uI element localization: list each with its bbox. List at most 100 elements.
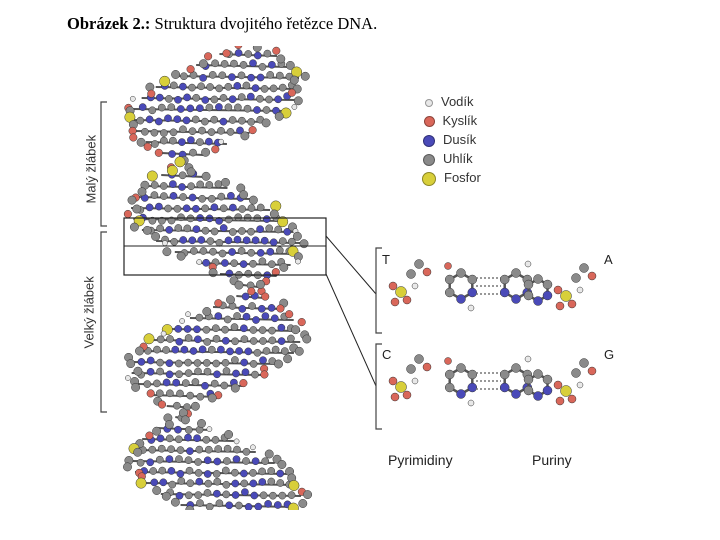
backbone-atom-strand-2 bbox=[131, 382, 141, 392]
base-atom bbox=[174, 425, 182, 434]
backbone-atom-strand-2 bbox=[171, 70, 181, 79]
base-atom bbox=[202, 325, 211, 334]
base-atom bbox=[231, 356, 239, 364]
base-atom bbox=[228, 73, 236, 81]
base-atom bbox=[165, 434, 174, 443]
backbone-atom-strand-2 bbox=[204, 52, 213, 61]
backbone-atom-strand-1 bbox=[261, 292, 270, 301]
base-atom bbox=[231, 479, 240, 488]
base-atom bbox=[228, 116, 237, 124]
base-pair-bond bbox=[145, 185, 228, 189]
backbone-atom-strand-1 bbox=[162, 247, 172, 257]
base-atom bbox=[186, 447, 194, 455]
base-atom bbox=[244, 50, 253, 58]
pair-t-a-right-backbone bbox=[579, 263, 589, 273]
pair-c-g-right-backbone bbox=[571, 368, 581, 378]
pair-c-g-purine-a-atom bbox=[511, 363, 521, 373]
base-atom bbox=[158, 216, 166, 225]
base-atom bbox=[215, 103, 223, 111]
base-atom bbox=[230, 59, 238, 68]
atom-dot-icon bbox=[425, 98, 433, 107]
base-atom bbox=[234, 213, 243, 222]
base-atom bbox=[183, 224, 192, 233]
base-atom bbox=[231, 337, 239, 346]
pair-t-a-left-backbone bbox=[422, 267, 432, 277]
connector-line bbox=[325, 273, 377, 387]
base-atom bbox=[251, 370, 259, 379]
base-atom bbox=[222, 490, 231, 499]
backbone-atom-strand-1 bbox=[152, 486, 162, 495]
base-atom bbox=[223, 457, 231, 465]
base-atom bbox=[194, 458, 202, 466]
base-atom bbox=[259, 356, 267, 365]
base-atom bbox=[266, 71, 275, 79]
pair-t-a-purine-a-atom bbox=[511, 268, 521, 278]
base-atom bbox=[269, 238, 278, 247]
backbone-atom-strand-2 bbox=[277, 460, 287, 469]
backbone-atom-strand-1 bbox=[287, 88, 296, 97]
base-atom bbox=[158, 466, 167, 475]
backbone-atom-strand-1 bbox=[185, 505, 195, 510]
base-atom bbox=[210, 95, 219, 104]
base-atom bbox=[209, 247, 217, 256]
base-atom bbox=[165, 226, 174, 234]
base-atom bbox=[174, 325, 183, 333]
base-atom bbox=[214, 445, 223, 453]
base-atom bbox=[221, 259, 229, 267]
base-atom bbox=[211, 324, 220, 333]
base-atom bbox=[215, 217, 223, 225]
base-atom bbox=[167, 445, 175, 454]
base-pair-bond bbox=[138, 350, 294, 354]
backbone-atom-strand-1 bbox=[152, 426, 162, 436]
pair-t-a-right-backbone bbox=[587, 271, 597, 281]
base-atom bbox=[156, 358, 164, 367]
base-atom bbox=[166, 389, 174, 398]
base-atom bbox=[146, 458, 155, 467]
base-atom bbox=[251, 236, 260, 245]
base-atom bbox=[203, 367, 212, 376]
pair-t-a-right-backbone bbox=[560, 290, 572, 302]
backbone-atom-strand-2 bbox=[239, 190, 249, 200]
backbone-atom-strand-1 bbox=[190, 401, 200, 411]
base-atom bbox=[240, 324, 248, 333]
pair-c-g-purine-b-atom bbox=[523, 385, 534, 396]
backbone-atom-strand-2 bbox=[287, 502, 299, 510]
base-atom bbox=[221, 336, 230, 345]
base-atom bbox=[249, 360, 258, 368]
base-atom bbox=[178, 138, 186, 146]
backbone-atom-strand-2 bbox=[250, 444, 256, 451]
base-atom bbox=[159, 182, 168, 190]
base-atom bbox=[171, 345, 180, 354]
base-atom bbox=[168, 480, 177, 489]
backbone-atom-strand-1 bbox=[302, 334, 312, 344]
backbone-atom-strand-1 bbox=[252, 46, 262, 52]
base-atom bbox=[214, 180, 223, 188]
backbone-atom-strand-2 bbox=[125, 375, 131, 381]
pair-t-a-right-backbone bbox=[553, 285, 563, 295]
backbone-atom-strand-1 bbox=[276, 54, 286, 64]
base-atom bbox=[247, 73, 255, 82]
base-atom bbox=[156, 367, 164, 376]
base-pair-bond bbox=[145, 482, 299, 486]
base-atom bbox=[160, 192, 168, 200]
base-atom bbox=[267, 477, 276, 486]
base-atom bbox=[203, 456, 212, 465]
base-atom bbox=[205, 103, 214, 112]
base-letter-t: T bbox=[382, 252, 390, 267]
base-atom bbox=[215, 84, 224, 93]
backbone-atom-strand-1 bbox=[283, 354, 293, 364]
base-atom bbox=[207, 345, 216, 354]
backbone-atom-strand-1 bbox=[166, 165, 178, 177]
backbone-atom-strand-1 bbox=[234, 280, 244, 290]
base-atom bbox=[210, 115, 219, 124]
base-atom bbox=[221, 466, 230, 475]
base-atom bbox=[240, 358, 249, 367]
base-atom bbox=[190, 247, 198, 255]
base-atom bbox=[141, 127, 149, 136]
base-atom bbox=[242, 236, 251, 245]
base-atom bbox=[183, 325, 192, 333]
base-atom bbox=[215, 238, 224, 247]
base-atom bbox=[249, 326, 258, 334]
base-atom bbox=[146, 367, 155, 376]
